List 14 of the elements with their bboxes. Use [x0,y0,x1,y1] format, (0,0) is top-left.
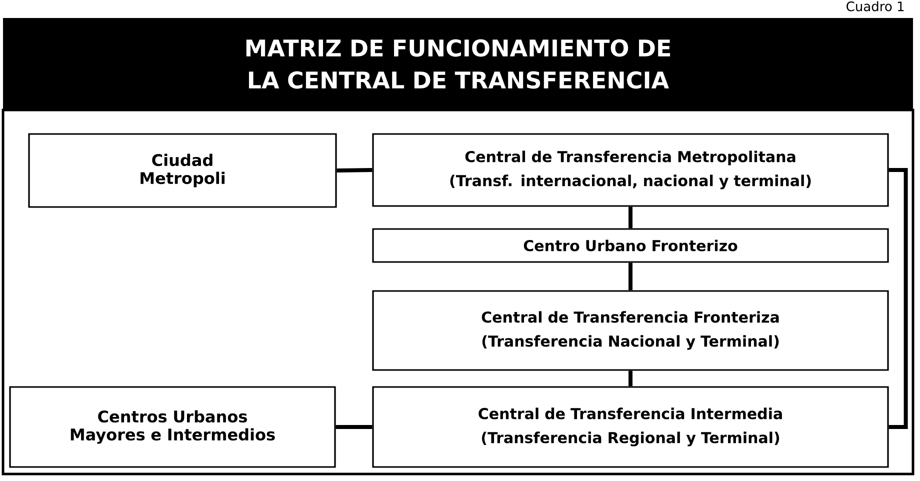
connector-line [628,262,632,290]
connector-line [628,370,632,386]
box: Centro Urbano Fronterizo [372,228,889,263]
title-bar: MATRIZ DE FUNCIONAMIENTO DE LA CENTRAL DE TRANSFERENCIA [3,18,913,110]
box: Central de Transferencia Intermedia (Transferencia Regional y Terminal) [372,386,889,468]
connector-line [336,425,372,429]
connector-line [336,168,372,172]
box: Central de Transferencia Metropolitana (Transf. internacional, nacional y terminal) [372,133,889,207]
box: Ciudad Metropoli [28,133,337,208]
caption-label: Cuadro 1 [846,1,904,12]
connector-line [628,206,632,228]
connector-line [888,168,908,429]
box: Centros Urbanos Mayores e Intermedios [9,386,336,468]
box: Central de Transferencia Fronteriza (Transferencia Nacional y Terminal) [372,290,889,371]
